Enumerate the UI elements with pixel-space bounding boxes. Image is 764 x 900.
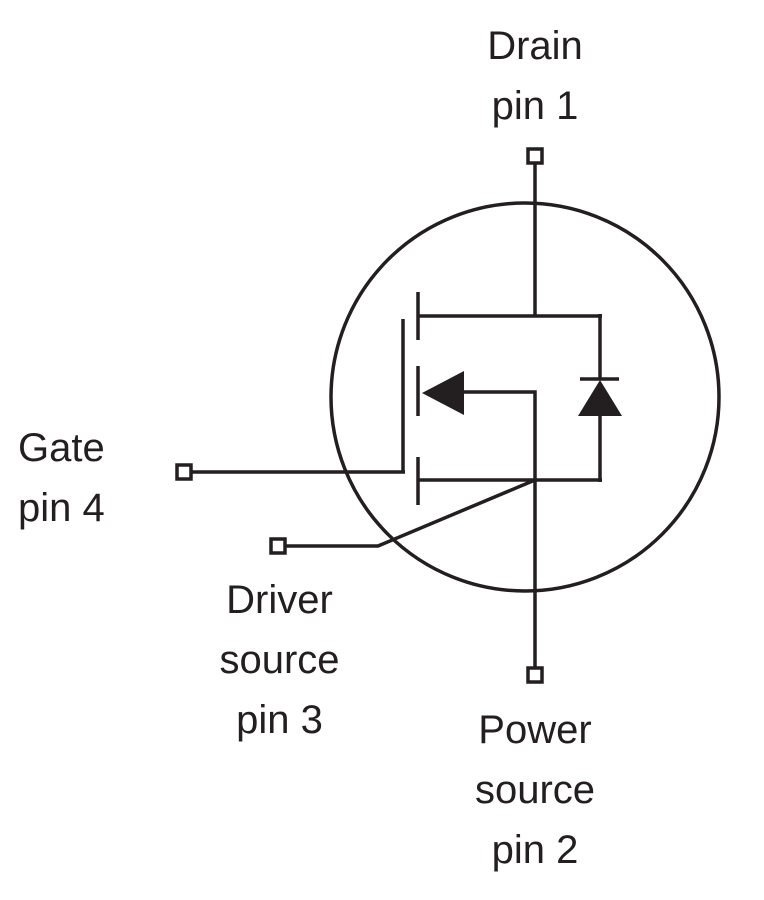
driver-source-label-line-2: source xyxy=(219,638,340,682)
drain-label-line-2: pin 1 xyxy=(491,84,579,128)
gate-label-line-1: Gate xyxy=(18,426,105,470)
enclosure-circle xyxy=(329,201,721,593)
drain-label: Drain pin 1 xyxy=(465,16,605,136)
body-arrow-icon xyxy=(422,371,464,415)
power-source-label-line-1: Power xyxy=(478,708,592,752)
power-source-label-line-2: source xyxy=(474,768,596,812)
power-source-label: Power source pin 2 xyxy=(450,700,620,880)
driver-source-label: Driver source pin 3 xyxy=(197,570,362,750)
gate-pin-terminal[interactable] xyxy=(175,463,193,481)
drain-pin-terminal[interactable] xyxy=(526,147,544,165)
driver-source-label-line-3: pin 3 xyxy=(236,698,323,742)
drain-label-line-1: Drain xyxy=(487,24,583,68)
diode-triangle-icon xyxy=(578,380,622,416)
driver-source-label-line-1: Driver xyxy=(226,578,333,622)
gate-label-line-2: pin 4 xyxy=(18,486,105,530)
body-connection xyxy=(460,390,537,480)
power-source-pin-terminal[interactable] xyxy=(526,666,544,684)
gate-label: Gate pin 4 xyxy=(18,418,138,538)
driver-source-pin-terminal[interactable] xyxy=(269,537,287,555)
driver-source-lead xyxy=(285,478,536,548)
power-source-label-line-3: pin 2 xyxy=(491,828,579,872)
